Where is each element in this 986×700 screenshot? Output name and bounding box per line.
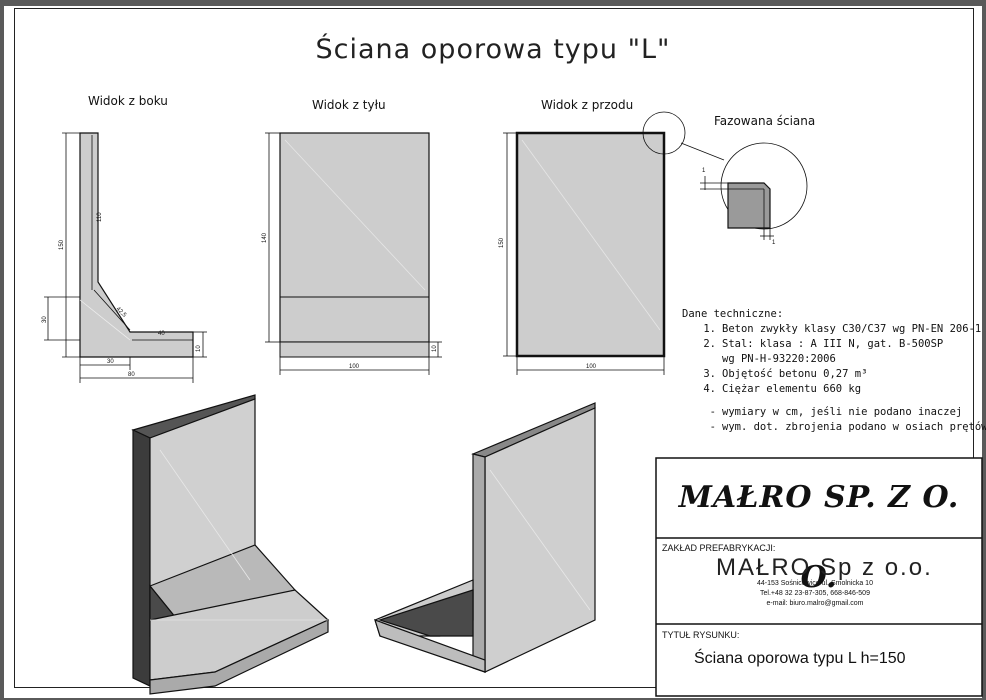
- drawing-title-header: Ściana oporowa typu "L": [315, 34, 671, 65]
- plant-name: MAŁRO Sp z o.o.: [716, 554, 933, 581]
- address-line-2: Tel.+48 32 23-87-305, 668-846-509: [760, 590, 870, 597]
- tech-item: 3.Objętość betonu 0,27 m³: [703, 368, 868, 380]
- dim-back-140: 140: [262, 232, 268, 243]
- drawing-frame: [14, 8, 974, 688]
- dim-side-150: 150: [59, 239, 65, 250]
- dim-side-80: 80: [128, 372, 135, 378]
- dim-front-150: 150: [499, 237, 505, 248]
- tech-heading: Dane techniczne:: [682, 308, 784, 320]
- dim-side-30b: 30: [107, 359, 114, 365]
- email-line: e-mail: biuro.malro@gmail.com: [766, 600, 864, 607]
- dim-back-10: 10: [432, 345, 438, 352]
- dim-side-110: 110: [97, 212, 103, 222]
- chamfer-detail: [700, 142, 808, 240]
- dim-side-10: 10: [196, 345, 202, 352]
- technical-data: Dane techniczne: 1.Beton zwykły klasy C3…: [682, 307, 986, 435]
- tech-item: 1.Beton zwykły klasy C30/C37 wg PN-EN 20…: [703, 323, 982, 335]
- tech-item: 2.Stal: klasa : A III N, gat. B-500SP: [703, 338, 944, 350]
- dim-back-100: 100: [349, 364, 360, 370]
- dim-side-30: 30: [42, 316, 48, 323]
- iso-view-left: [131, 394, 330, 695]
- label-chamfer-view: Fazowana ściana: [714, 114, 816, 128]
- drawing-title-label: TYTUŁ RYSUNKU:: [662, 630, 740, 640]
- front-view: [503, 111, 725, 375]
- dim-side-40: 40: [158, 331, 165, 337]
- tech-note: -wymiary w cm, jeśli nie podano inaczej: [709, 406, 963, 418]
- address-line-1: 44-153 Sośnicowice ul. Smolnicka 10: [757, 580, 873, 587]
- label-front-view: Widok z przodu: [541, 98, 634, 112]
- title-block: [655, 457, 983, 697]
- side-view: [44, 132, 207, 383]
- company-name: MAŁRO SP. Z O. O.: [678, 480, 960, 595]
- tech-item: wg PN-H-93220:2006: [722, 353, 836, 365]
- label-side-view: Widok z boku: [88, 94, 168, 108]
- dim-chamfer-1a: 1: [702, 168, 706, 174]
- tech-item: 4.Ciężar elementu 660 kg: [703, 383, 862, 395]
- drawing-title-value: Ściana oporowa typu L h=150: [694, 650, 906, 667]
- dim-front-100: 100: [586, 364, 597, 370]
- plant-label: ZAKŁAD PREFABRYKACJI:: [662, 543, 776, 553]
- dim-chamfer-1b: 1: [772, 240, 776, 246]
- tech-note: -wym. dot. zbrojenia podano w osiach prę…: [709, 421, 986, 433]
- iso-view-right: [374, 402, 596, 673]
- back-view: [265, 132, 442, 375]
- label-back-view: Widok z tyłu: [312, 98, 386, 112]
